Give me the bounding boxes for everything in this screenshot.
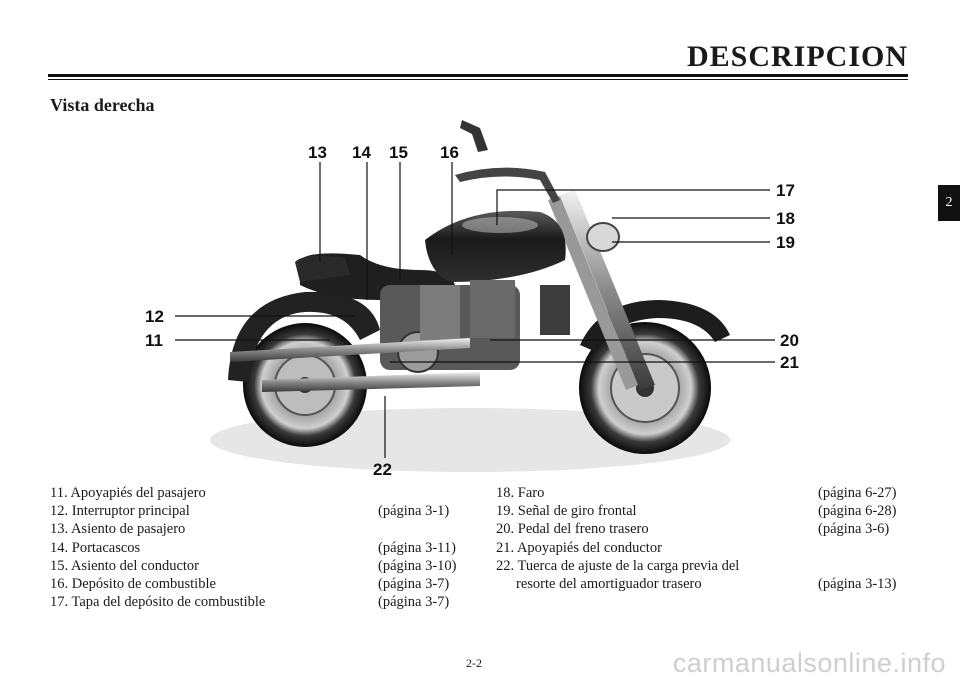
legend-item: 18. Faro (página 6-27)	[496, 484, 916, 502]
legend-item: 14. Portacascos (página 3-11)	[50, 539, 470, 557]
legend-item: 19. Señal de giro frontal (página 6-28)	[496, 502, 916, 520]
leader-lines	[175, 162, 775, 458]
mirror	[460, 120, 488, 152]
legend-item-page: (página 3-6)	[818, 521, 890, 538]
rear-fender	[228, 291, 380, 382]
legend-item-page: (página 3-7)	[378, 576, 450, 593]
callout-12: 12	[145, 307, 164, 326]
legend-item-page: (página 6-28)	[818, 503, 897, 520]
callout-16: 16	[440, 143, 459, 162]
legend-item-text: 13. Asiento de pasajero	[50, 521, 186, 538]
legend-item-text: 18. Faro	[496, 485, 545, 501]
legend-item-text: 16. Depósito de combustible	[50, 576, 216, 593]
page-number: 2-2	[466, 656, 482, 670]
legend-item-text: 19. Señal de giro frontal	[496, 503, 637, 520]
legend-item-page: (página 3-1)	[378, 503, 450, 520]
handlebar	[455, 167, 560, 203]
legend-item-page: (página 3-13)	[818, 576, 897, 593]
callout-21: 21	[780, 353, 799, 372]
legend-item: 13. Asiento de pasajero	[50, 520, 470, 538]
exhaust-pipe-upper	[230, 338, 470, 362]
chapter-tab: 2	[938, 185, 960, 221]
legend-right: 18. Faro (página 6-27) 19. Señal de giro…	[496, 484, 916, 593]
legend-item-text: 12. Interruptor principal	[50, 503, 190, 520]
legend-item: 16. Depósito de combustible (página 3-7)	[50, 575, 470, 593]
section-title: Vista derecha	[50, 95, 155, 115]
legend-item-page: (página 6-27)	[818, 485, 897, 501]
legend-item: 20. Pedal del freno trasero (página 3-6)	[496, 520, 916, 538]
callout-11: 11	[145, 331, 163, 350]
legend-item-text: 17. Tapa del depósito de combustible	[50, 594, 266, 611]
callout-22: 22	[373, 460, 392, 479]
legend-item: 17. Tapa del depósito de combustible (pá…	[50, 593, 470, 611]
passenger-seat	[295, 255, 350, 282]
legend-left: 11. Apoyapiés del pasajero 12. Interrupt…	[50, 484, 470, 611]
legend-item-text: 21. Apoyapiés del conductor	[496, 539, 662, 556]
legend-item: 12. Interruptor principal (página 3-1)	[50, 502, 470, 520]
legend-item-text: 22. Tuerca de ajuste de la carga previa …	[496, 557, 740, 574]
legend-item: 22. Tuerca de ajuste de la carga previa …	[496, 557, 916, 575]
legend-item: 11. Apoyapiés del pasajero	[50, 484, 470, 502]
legend-item: resorte del amortiguador trasero (página…	[496, 575, 916, 593]
watermark: carmanualsonline.info	[672, 648, 946, 678]
legend-item: 15. Asiento del conductor (página 3-10)	[50, 557, 470, 575]
legend-item-text: resorte del amortiguador trasero	[516, 576, 702, 593]
legend-item-text: 14. Portacascos	[50, 539, 141, 556]
legend-item-text: 20. Pedal del freno trasero	[496, 521, 649, 538]
legend-item-page: (página 3-7)	[378, 594, 450, 611]
legend-item-page: (página 3-11)	[378, 539, 456, 556]
headlight	[586, 222, 620, 252]
callout-17: 17	[776, 181, 795, 200]
callout-14: 14	[352, 143, 371, 162]
legend-item-page: (página 3-10)	[378, 557, 457, 574]
header-rule-thin	[48, 79, 908, 80]
page-header-title: DESCRIPCION	[686, 40, 908, 73]
engine	[380, 280, 570, 373]
header-rule-thick	[48, 74, 908, 77]
callout-19: 19	[776, 233, 795, 252]
callout-15: 15	[389, 143, 408, 162]
callout-18: 18	[776, 209, 795, 228]
callout-20: 20	[780, 331, 799, 350]
legend-item-text: 11. Apoyapiés del pasajero	[50, 485, 206, 501]
callout-13: 13	[308, 143, 327, 162]
legend-item: 21. Apoyapiés del conductor	[496, 539, 916, 557]
chapter-tab-number: 2	[945, 195, 953, 210]
exhaust-pipe-lower	[262, 372, 480, 392]
legend-item-text: 15. Asiento del conductor	[50, 557, 200, 574]
